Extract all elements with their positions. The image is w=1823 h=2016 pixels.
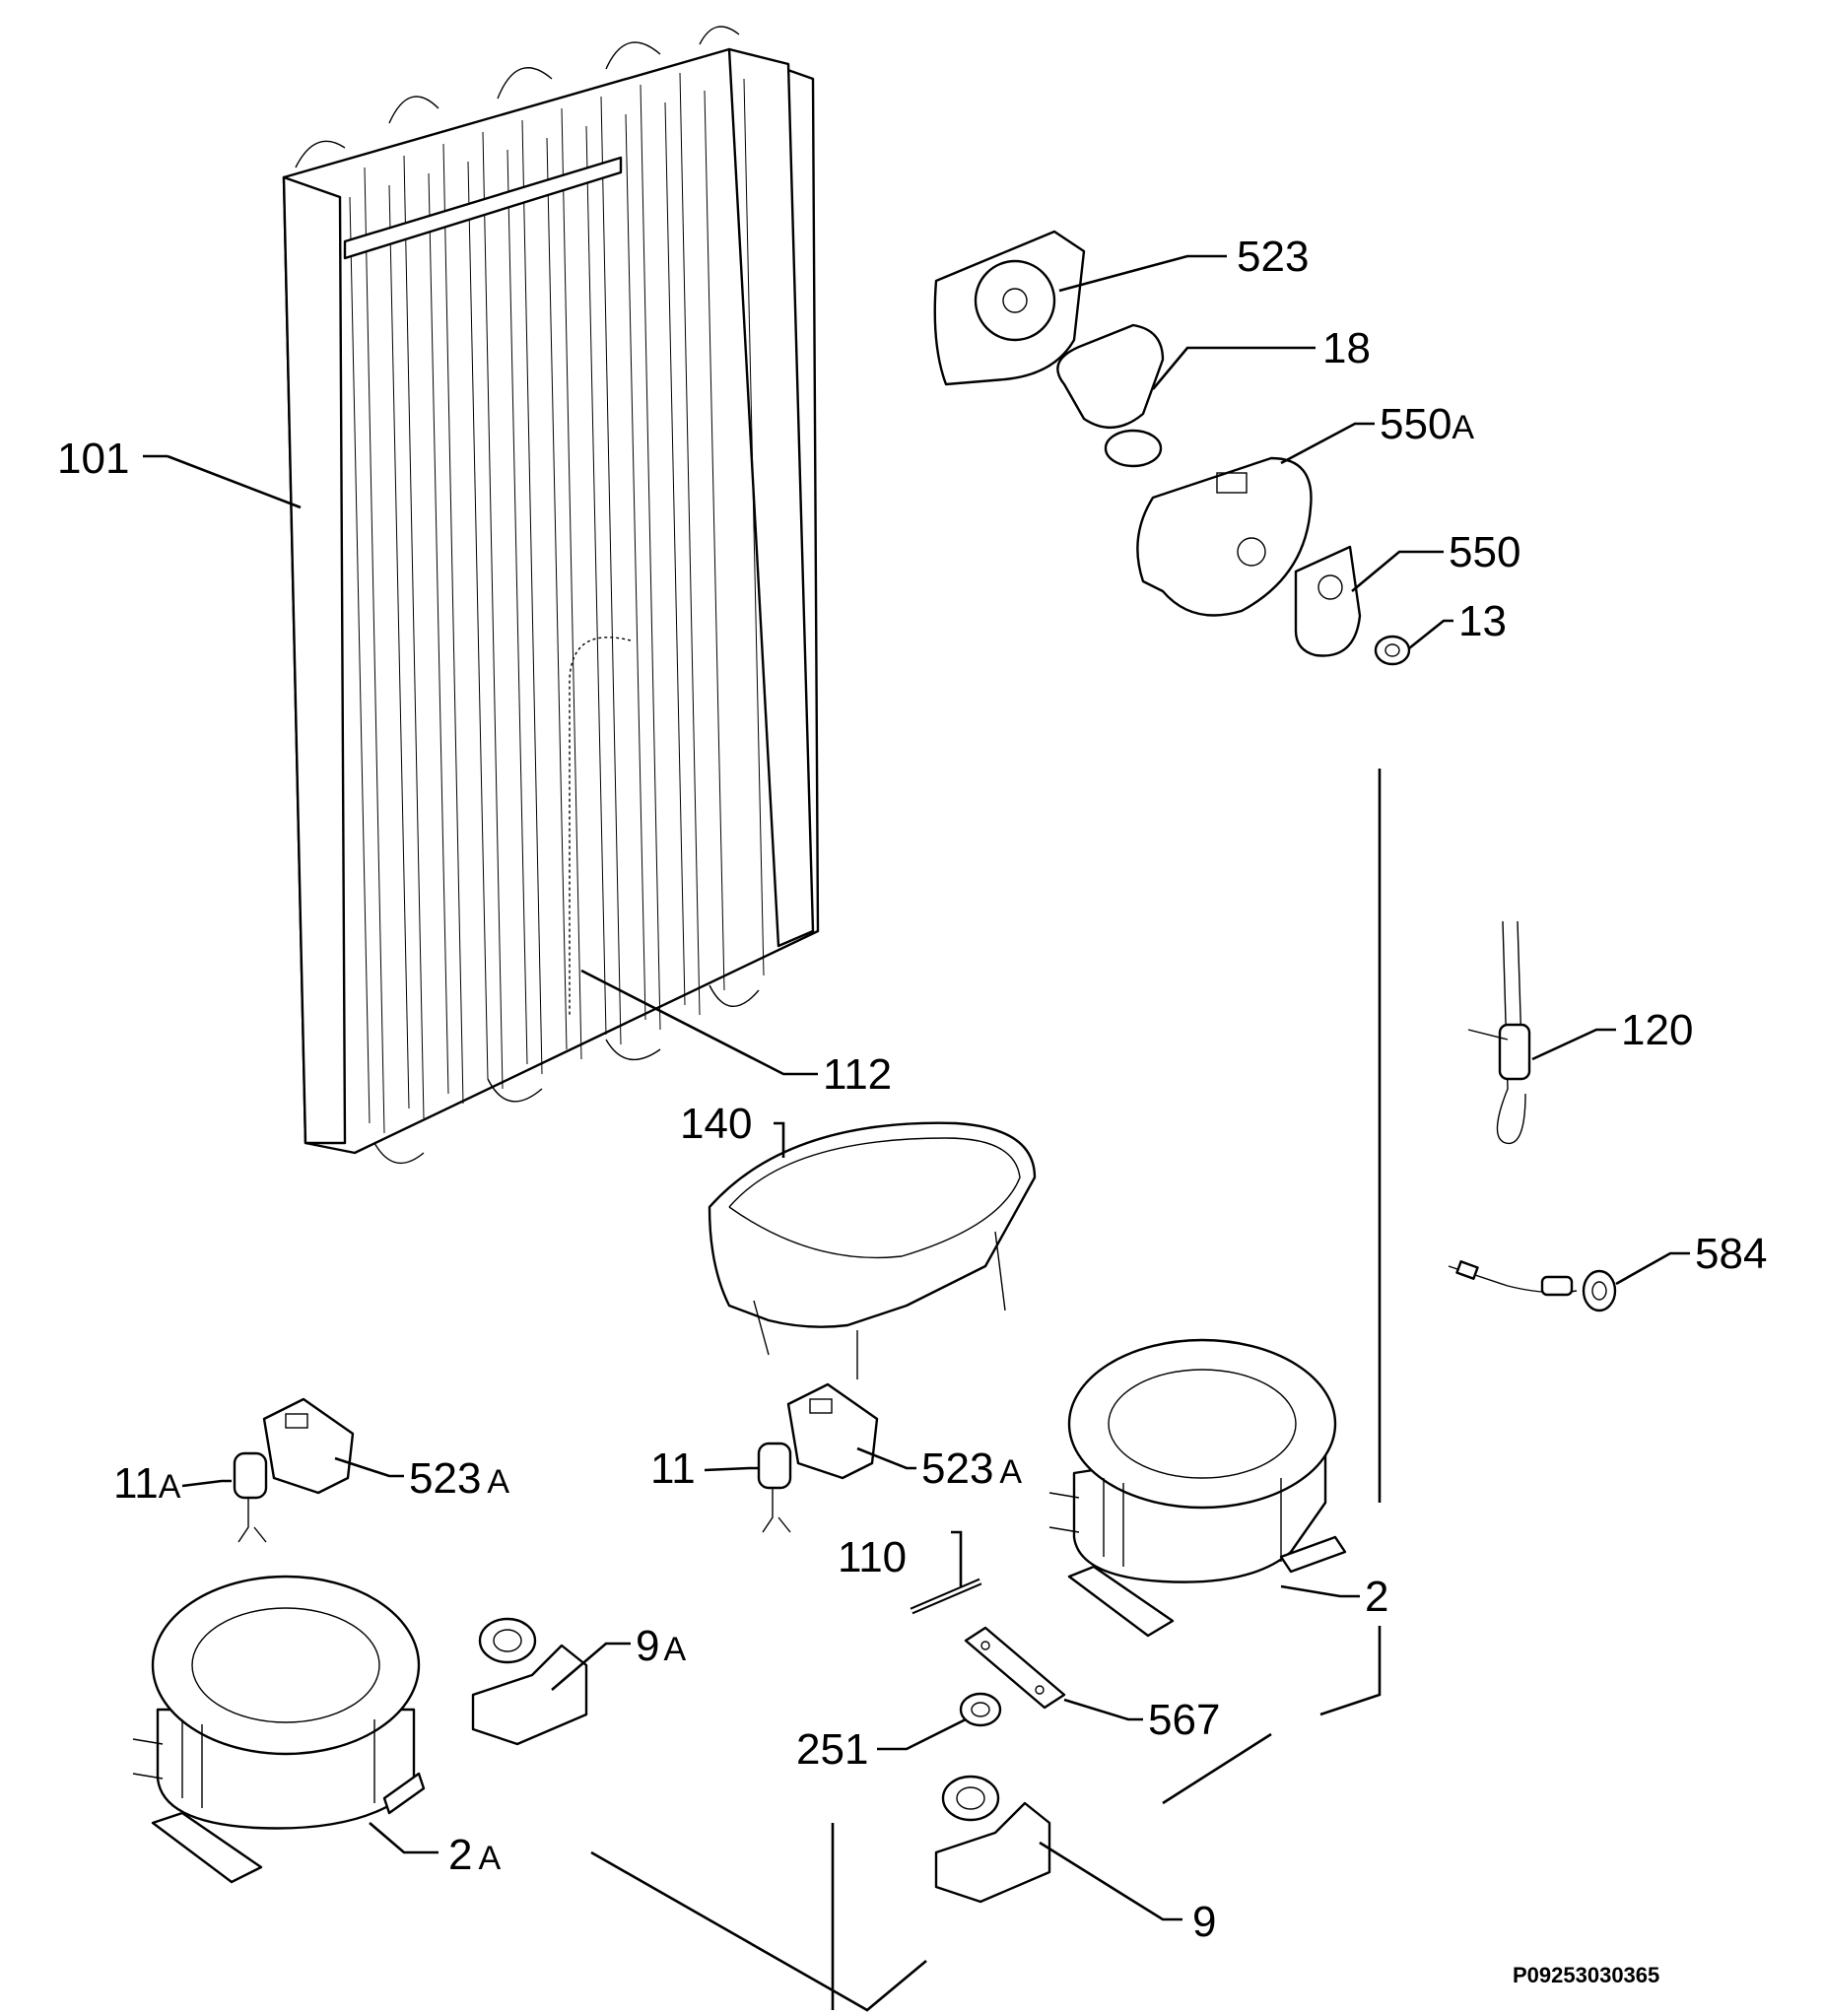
leader-lines [143, 254, 1690, 1921]
relay-11a [233, 1451, 268, 1543]
label-13: 13 [1458, 597, 1507, 645]
sensor-120 [1467, 920, 1531, 1145]
label-140: 140 [680, 1100, 752, 1148]
label-18: 18 [1322, 324, 1371, 372]
rod-110 [910, 1578, 982, 1615]
tray-140 [708, 1121, 1037, 1379]
label-120: 120 [1621, 1006, 1693, 1054]
plate-567 [964, 1626, 1066, 1710]
label-567: 567 [1148, 1696, 1220, 1744]
cable-584 [1448, 1260, 1617, 1312]
label-584: 584 [1695, 1230, 1767, 1278]
label-112: 112 [823, 1050, 892, 1099]
reference-code: P09253030365 [1513, 1963, 1659, 1987]
fan-housing-550a [1136, 456, 1313, 617]
label-2: 2 [1365, 1573, 1388, 1621]
compressor-2a [132, 1575, 426, 1884]
fan-motor-18 [1056, 323, 1165, 468]
label-11: 11 [650, 1445, 696, 1493]
label-251: 251 [796, 1725, 868, 1774]
label-550: 550 [1449, 528, 1520, 576]
fan-cover-550 [1294, 545, 1362, 657]
label-550a: 550A [1380, 400, 1474, 448]
clamp-9 [934, 1775, 1051, 1904]
part-labels: 101 112 523 18 550A 550 13 120 584 140 1… [57, 233, 1767, 1987]
fan-bracket-523 [933, 230, 1086, 386]
relay-11 [757, 1442, 792, 1533]
nut-251 [959, 1692, 1002, 1727]
assembly-guides [590, 769, 1382, 2012]
condenser-101 [282, 26, 820, 1165]
label-11a: 11A [113, 1459, 181, 1508]
relay-bracket-523a-mid [786, 1382, 879, 1480]
label-9: 9 [1192, 1898, 1216, 1946]
clamp-9a [471, 1617, 588, 1746]
relay-bracket-523a-left [262, 1397, 355, 1495]
compressor-2 [1048, 1338, 1347, 1638]
label-523: 523 [1237, 233, 1309, 281]
label-110: 110 [838, 1533, 907, 1581]
grommet-13 [1374, 635, 1411, 666]
label-101: 101 [57, 435, 129, 483]
